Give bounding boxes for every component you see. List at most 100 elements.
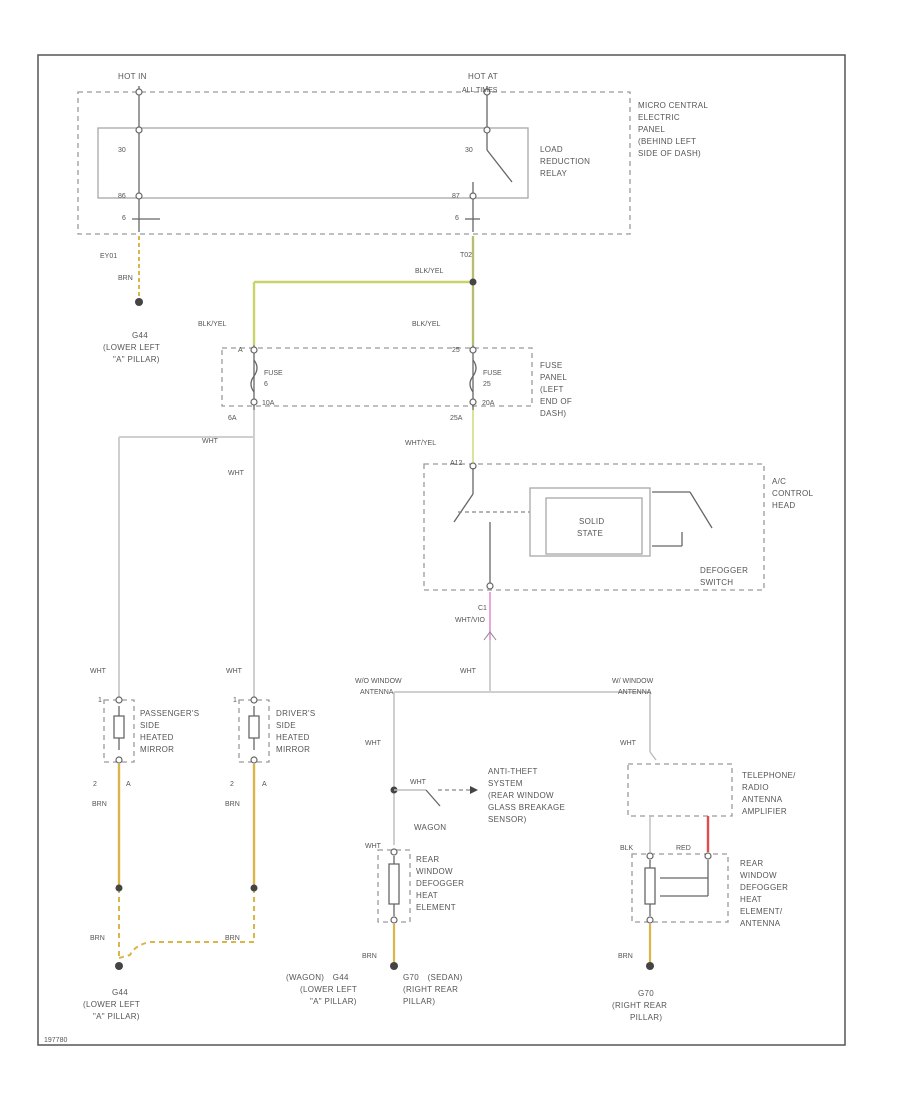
ground-wagon-label: (WAGON) G44 (LOWER LEFT "A" PILLAR): [286, 973, 357, 1006]
rdr-line-3: DEFOGGER: [740, 883, 788, 892]
fp-line-3: (LEFT: [540, 385, 564, 394]
connector-c1: C1: [478, 605, 487, 612]
rear-defogger-left: [377, 848, 411, 970]
pm-line-4: MIRROR: [140, 745, 174, 754]
mcp-line-3: PANEL: [638, 125, 665, 134]
hot-at-label: HOT AT: [468, 72, 498, 81]
gw-wagon: (WAGON): [286, 973, 324, 982]
fp-line-1: FUSE: [540, 361, 563, 370]
mirror-ground-wires: [115, 764, 258, 970]
at-line-1: ANTI-THEFT: [488, 767, 538, 776]
at-line-5: SENSOR): [488, 815, 527, 824]
mcp-line-5: SIDE OF DASH): [638, 149, 701, 158]
driver-mirror-label: DRIVER'S SIDE HEATED MIRROR: [276, 709, 315, 754]
ac-control-head: [423, 462, 765, 591]
ta-line-3: ANTENNA: [742, 795, 783, 804]
connector-ey01: EY01: [100, 253, 117, 260]
telephone-amplifier-label: TELEPHONE/ RADIO ANTENNA AMPLIFIER: [742, 771, 796, 816]
wire-brn-4: BRN: [225, 935, 240, 942]
gs-line-3: PILLAR): [403, 997, 435, 1006]
dm-line-2: SIDE: [276, 721, 296, 730]
rear-defogger-right-label: REAR WINDOW DEFOGGER HEAT ELEMENT/ ANTEN…: [740, 859, 788, 928]
ta-line-4: AMPLIFIER: [742, 807, 787, 816]
rdl-line-4: HEAT: [416, 891, 438, 900]
wire-wht-6: WHT: [90, 668, 107, 675]
ground-g70-sedan-label: G70 (SEDAN) (RIGHT REAR PILLAR): [403, 973, 462, 1006]
wire-brn-2: BRN: [225, 801, 240, 808]
pm-line-3: HEATED: [140, 733, 174, 742]
fuse-pin-6a: 6A: [228, 415, 237, 422]
at-line-3: (REAR WINDOW: [488, 791, 554, 800]
at-line-2: SYSTEM: [488, 779, 523, 788]
fuse-2-label: FUSE: [483, 370, 502, 377]
rear-defogger-left-label: REAR WINDOW DEFOGGER HEAT ELEMENT: [416, 855, 464, 912]
blk-yel-feed: [252, 236, 477, 345]
fuse-panel: [221, 345, 533, 410]
wire-wht-3: WHT: [460, 668, 477, 675]
wire-wht-left-defog: WHT: [365, 843, 382, 850]
g70-line-3: PILLAR): [630, 1013, 662, 1022]
mirror-pin-1a: 1: [98, 697, 102, 704]
rear-defogger-right: [631, 816, 729, 970]
gw-line-2: (LOWER LEFT: [300, 985, 357, 994]
window-antenna-left-1: W/O WINDOW: [355, 678, 402, 685]
mirror-pin-ab: A: [262, 781, 267, 788]
wire-blk-yel-1: BLK/YEL: [415, 268, 444, 275]
wire-brn-1: BRN: [92, 801, 107, 808]
pin-86: 86: [118, 193, 126, 200]
rdr-line-4: HEAT: [740, 895, 762, 904]
fuse-2-num: 25: [483, 381, 491, 388]
pm-line-1: PASSENGER'S: [140, 709, 199, 718]
figure-id: 197780: [44, 1037, 67, 1044]
rdl-line-1: REAR: [416, 855, 439, 864]
g44-bottom-1: G44: [112, 988, 128, 997]
pin-30-left: 30: [118, 147, 126, 154]
anti-theft-branch: [390, 786, 478, 807]
mirror-pin-2b: 2: [230, 781, 234, 788]
lrr-line-1: LOAD: [540, 145, 563, 154]
splice-t02: T02: [460, 252, 472, 259]
window-antenna-left-2: ANTENNA: [360, 689, 394, 696]
fuse-pin-25a: 25A: [450, 415, 463, 422]
pin-6-right: 6: [455, 215, 459, 222]
diagram-frame: [37, 54, 846, 1046]
rdr-line-2: WINDOW: [740, 871, 777, 880]
fuse-pin-a: A: [238, 347, 243, 354]
ta-line-1: TELEPHONE/: [742, 771, 796, 780]
wire-blk-yel-3: BLK/YEL: [412, 321, 441, 328]
mcp-line-1: MICRO CENTRAL: [638, 101, 708, 110]
pin-6-left: 6: [122, 215, 126, 222]
g70-line-2: (RIGHT REAR: [612, 1001, 667, 1010]
load-reduction-relay-label: LOAD REDUCTION RELAY: [540, 145, 590, 178]
rdl-line-2: WINDOW: [416, 867, 453, 876]
pin-30-right: 30: [465, 147, 473, 154]
passenger-mirror: [103, 696, 135, 764]
window-antenna-right-1: W/ WINDOW: [612, 678, 654, 685]
wagon-label: WAGON: [414, 823, 446, 832]
telephone-amplifier: [627, 751, 733, 817]
defogger-switch-1: DEFOGGER: [700, 566, 748, 575]
rdl-line-5: ELEMENT: [416, 903, 456, 912]
g44-top-1: G44: [132, 331, 148, 340]
wire-wht-7: WHT: [226, 668, 243, 675]
fuse-pin-25: 25: [452, 347, 460, 354]
mcp-line-2: ELECTRIC: [638, 113, 680, 122]
hot-in-label: HOT IN: [118, 72, 147, 81]
lrr-line-3: RELAY: [540, 169, 568, 178]
driver-mirror: [238, 696, 270, 764]
fp-line-5: DASH): [540, 409, 566, 418]
ground-g44-top: [135, 236, 143, 306]
gw-line-3: "A" PILLAR): [310, 997, 357, 1006]
wire-wht-4: WHT: [365, 740, 382, 747]
gs-line-2: (RIGHT REAR: [403, 985, 458, 994]
dm-line-4: MIRROR: [276, 745, 310, 754]
wire-wht-1: WHT: [202, 438, 219, 445]
ach-line-1: A/C: [772, 477, 786, 486]
gw-g44: G44: [333, 973, 349, 982]
rdr-line-1: REAR: [740, 859, 763, 868]
fuse-1-num: 6: [264, 381, 268, 388]
mirror-feed-wires: [118, 410, 255, 698]
ac-control-head-label: A/C CONTROL HEAD: [772, 477, 813, 510]
fuse-1-label: FUSE: [264, 370, 283, 377]
wire-wht-yel: WHT/YEL: [405, 440, 436, 447]
